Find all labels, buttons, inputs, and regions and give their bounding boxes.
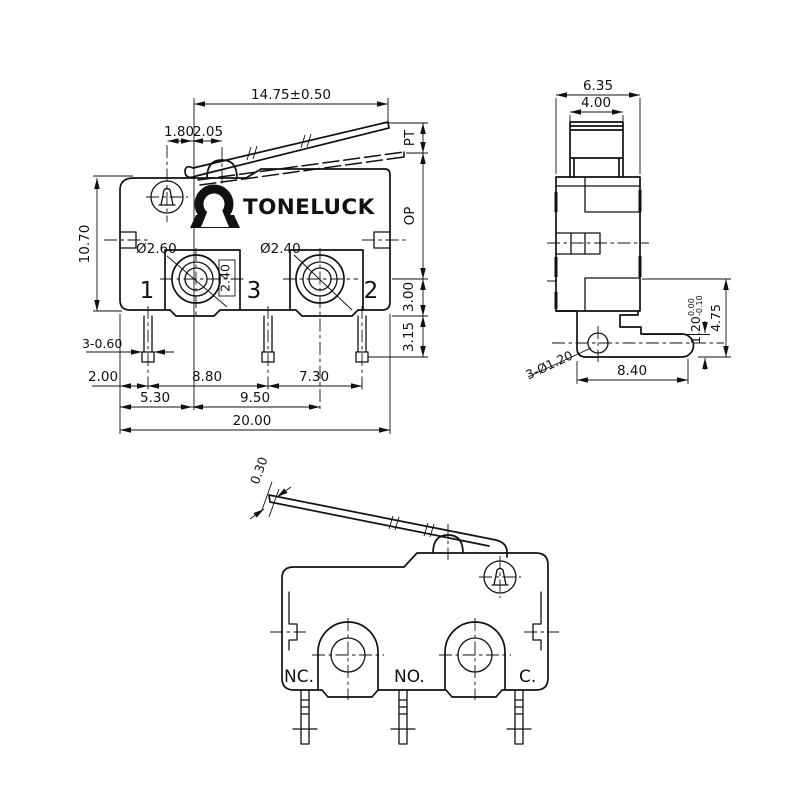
front-extension-lines bbox=[92, 98, 428, 434]
label-nc: NC. bbox=[284, 667, 314, 687]
dim-8-80: 8.80 bbox=[192, 369, 222, 385]
toneluck-logo: TONELUCK bbox=[190, 184, 376, 228]
brand-text: TONELUCK bbox=[243, 195, 376, 220]
front-terminal-towers bbox=[164, 249, 364, 311]
front-body-outline bbox=[119, 168, 391, 317]
label-c: C. bbox=[519, 667, 536, 687]
dim-9-50: 9.50 bbox=[240, 390, 270, 406]
dim-button-width: 4.00 bbox=[581, 95, 611, 111]
dim-hole-spec: 3-Ø1.20 bbox=[523, 348, 575, 383]
side-centerlines bbox=[547, 242, 724, 362]
dim-20-00: 20.00 bbox=[233, 413, 272, 429]
bottom-lever-break-marks bbox=[388, 515, 435, 538]
front-view: TONELUCK 2.40 14.75±0.50 1.80 2.05 10.70… bbox=[77, 87, 428, 434]
logo-triangle bbox=[201, 193, 229, 227]
slot-dim-box bbox=[218, 259, 236, 297]
bottom-centerlines bbox=[270, 524, 559, 700]
bottom-body-outline bbox=[281, 552, 549, 698]
dim-body-height: 10.70 bbox=[77, 225, 93, 264]
dim-5-30: 5.30 bbox=[140, 390, 170, 406]
side-body-outline bbox=[555, 176, 641, 312]
bottom-pins bbox=[292, 689, 532, 745]
hole-leader-lines bbox=[166, 254, 353, 311]
dim-tab-thickness: 1.20 bbox=[688, 316, 703, 344]
lever-free-position bbox=[184, 121, 390, 179]
side-bold-edges bbox=[554, 190, 642, 309]
front-pins bbox=[141, 315, 369, 363]
dim-hole-left: Ø2.60 bbox=[136, 241, 177, 257]
dim-tab-thickness-group: 1.20 0.00 -0.10 bbox=[687, 295, 704, 344]
dim-button-offset: 2.05 bbox=[193, 124, 223, 140]
dim-3-00: 3.00 bbox=[401, 282, 417, 312]
dim-slot-width: 2.40 bbox=[218, 264, 233, 292]
bottom-view: 0.30 NC. NO. C. bbox=[247, 455, 559, 745]
terminal-number-3: 3 bbox=[247, 278, 262, 304]
dim-tab-tol-upper: 0.00 bbox=[687, 298, 696, 316]
side-button-outline bbox=[569, 121, 624, 178]
dim-tab-tol-lower: -0.10 bbox=[695, 295, 704, 316]
side-view: 6.35 4.00 8.40 1.20 0.00 -0.10 4.75 3-Ø1… bbox=[523, 78, 731, 384]
dim-tab-height: 4.75 bbox=[708, 304, 723, 332]
dim-lever-length: 14.75±0.50 bbox=[251, 87, 331, 103]
dim-tab-length: 8.40 bbox=[617, 363, 647, 379]
lever-operated-position bbox=[197, 151, 405, 186]
lever-break-marks bbox=[246, 133, 312, 161]
side-extension-lines bbox=[555, 98, 731, 384]
side-inner-lines bbox=[555, 176, 641, 312]
dim-body-depth: 6.35 bbox=[583, 78, 613, 94]
dim-3-15: 3.15 bbox=[401, 322, 417, 352]
dim-lever-thickness: 0.30 bbox=[247, 455, 271, 486]
dim-operating-position: OP bbox=[402, 207, 418, 226]
side-terminal-tab bbox=[555, 310, 695, 358]
dim-arrow-lever-thk-2 bbox=[276, 486, 292, 498]
dim-hole-right: Ø2.40 bbox=[260, 241, 301, 257]
terminal-number-2: 2 bbox=[364, 278, 379, 304]
front-centerlines bbox=[104, 145, 406, 411]
dim-pretravel: PT bbox=[402, 129, 418, 146]
dim-7-30: 7.30 bbox=[299, 369, 329, 385]
dim-pivot-offset: 1.80 bbox=[164, 124, 194, 140]
terminal-number-1: 1 bbox=[140, 278, 155, 304]
tab-hole-leader bbox=[527, 347, 592, 378]
dim-pin-width-spec: 3-0.60 bbox=[82, 336, 122, 351]
label-no: NO. bbox=[394, 667, 425, 687]
bottom-lever bbox=[268, 494, 508, 558]
dim-2-00: 2.00 bbox=[88, 369, 118, 385]
dim-arrow-lever-thk-1 bbox=[249, 508, 265, 520]
